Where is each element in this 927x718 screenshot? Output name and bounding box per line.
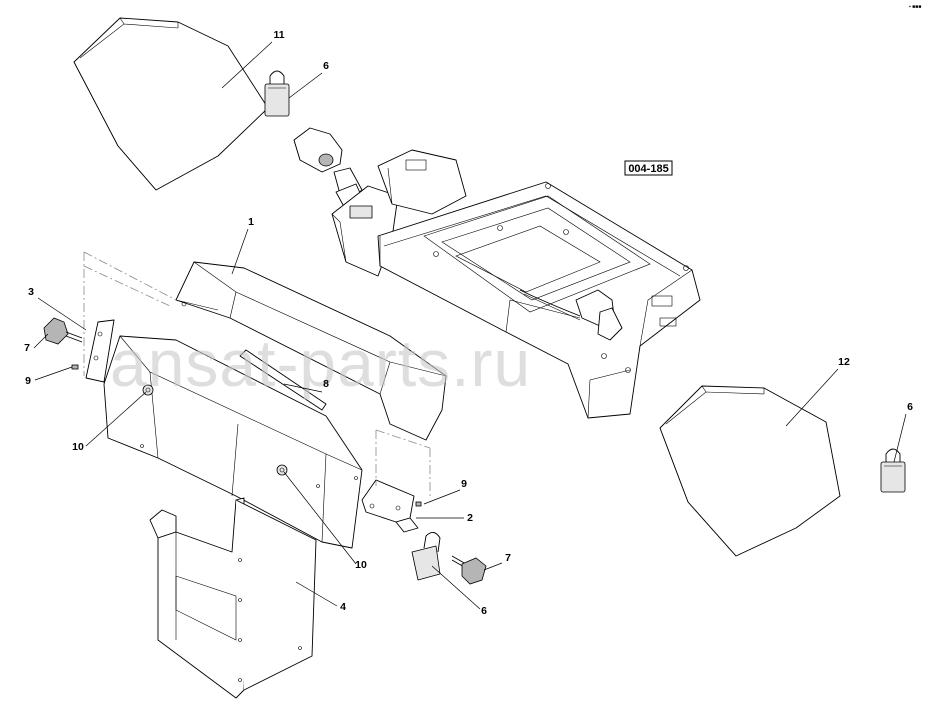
- leader-line: [33, 333, 49, 349]
- callout-label: 9: [461, 478, 467, 490]
- leader-line: [785, 368, 839, 427]
- callout-label: 7: [24, 342, 30, 354]
- leader-line: [288, 72, 323, 99]
- callout-label: 6: [907, 401, 913, 413]
- leader-line: [34, 366, 73, 381]
- callout-label: 12: [838, 356, 850, 368]
- screw-icon-left: [71, 364, 79, 370]
- padlock-icon: [264, 70, 290, 117]
- reference-label-text: 004-185: [628, 163, 668, 175]
- upper-cover-part-1: [175, 261, 447, 441]
- bracket-part-3-left: [85, 319, 115, 383]
- watermark-text: ansat-parts.ru: [110, 326, 531, 400]
- callout-label: 1: [248, 216, 254, 228]
- leader-line: [483, 562, 503, 571]
- leader-line: [283, 383, 323, 393]
- callout-label: 7: [505, 552, 511, 564]
- leader-line: [85, 391, 147, 447]
- padlock-icon-right: [880, 448, 906, 493]
- leader-lines: [33, 41, 907, 610]
- leader-line: [231, 228, 249, 275]
- knob-icon-left: [43, 317, 83, 345]
- callout-label: 9: [25, 375, 31, 387]
- callout-label: 4: [340, 601, 346, 613]
- leader-line: [893, 413, 907, 463]
- lower-support-part-4: [149, 497, 317, 699]
- leader-line: [295, 581, 338, 607]
- callout-labels: 11 6 1 3 7 9 8 10 12 6 9 2 10 7 6 4: [24, 29, 913, 617]
- callout-label: 2: [467, 512, 473, 524]
- console-assembly: [293, 127, 701, 419]
- assembly-dash-lines: [83, 251, 431, 496]
- padlock-icon-middle: [411, 532, 441, 581]
- leader-line: [37, 297, 87, 331]
- callout-label: 6: [481, 605, 487, 617]
- bracket-part-2-right: [361, 479, 419, 533]
- leader-line: [423, 489, 461, 505]
- cover-part-12: [659, 385, 841, 557]
- knob-icon-right: [451, 555, 487, 585]
- housing-part-10: [103, 335, 363, 549]
- callout-label: 11: [273, 29, 284, 41]
- callout-label: 10: [72, 441, 84, 453]
- callout-label: 6: [323, 60, 329, 72]
- callout-label: 3: [28, 286, 34, 298]
- leader-line: [431, 565, 481, 610]
- callout-label: 10: [355, 559, 367, 571]
- leader-line: [283, 471, 357, 565]
- callout-label: 8: [323, 378, 329, 390]
- screw-icon-right: [415, 501, 422, 507]
- rod-part-8: [239, 349, 327, 411]
- corner-mark: ▪ ■■■: [909, 4, 921, 10]
- leader-line: [221, 41, 273, 89]
- reference-label: 004-185: [624, 160, 673, 176]
- cover-part-11: [73, 17, 269, 191]
